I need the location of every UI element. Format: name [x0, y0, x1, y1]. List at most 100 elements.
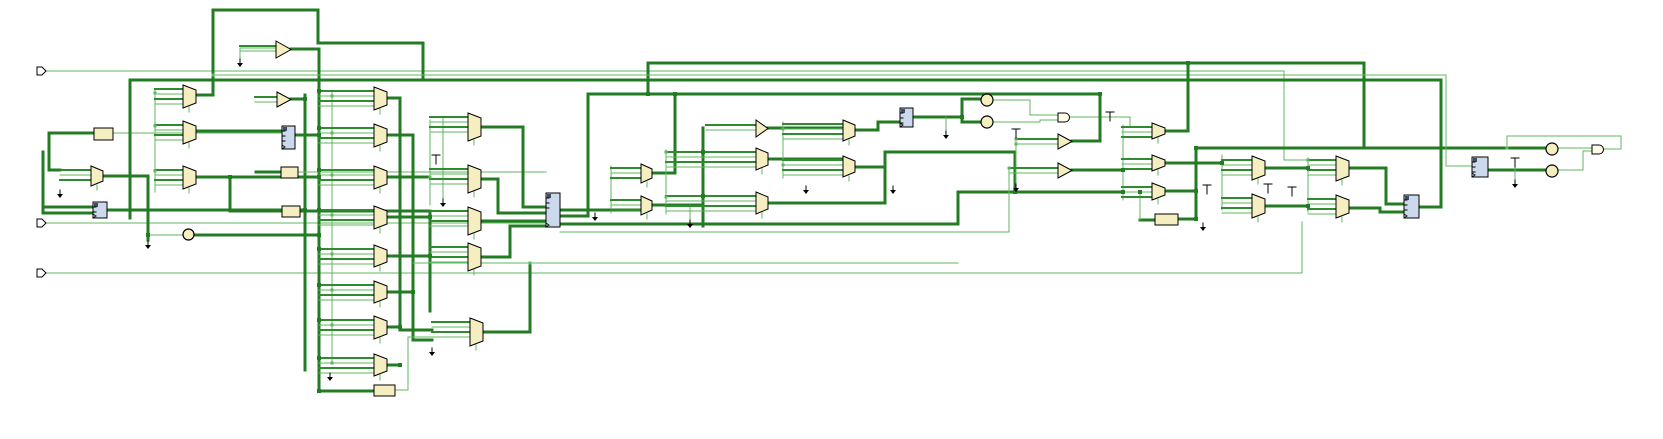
multiplexer[interactable] — [467, 112, 482, 146]
ground-symbol[interactable] — [687, 219, 693, 228]
ground-symbol[interactable] — [592, 212, 598, 221]
pull-symbol[interactable] — [431, 154, 441, 165]
wire[interactable] — [1070, 92, 1102, 143]
multiplexer[interactable] — [1251, 155, 1266, 185]
multiplexer[interactable] — [373, 244, 388, 272]
wire[interactable] — [854, 120, 902, 132]
ground-symbol[interactable] — [57, 189, 63, 198]
buffer-gate[interactable] — [755, 119, 769, 138]
wire[interactable] — [385, 133, 434, 342]
buffer-gate[interactable] — [1057, 162, 1074, 179]
ground-symbol[interactable] — [237, 58, 243, 67]
wire[interactable] — [228, 175, 284, 213]
wire[interactable] — [1506, 135, 1622, 150]
ground-symbol[interactable] — [1512, 179, 1518, 188]
wire[interactable] — [1163, 61, 1190, 133]
wire[interactable] — [385, 96, 434, 332]
logic-box[interactable] — [281, 205, 301, 218]
register[interactable] — [899, 107, 914, 128]
ground-symbol[interactable] — [429, 347, 435, 356]
wire[interactable] — [1069, 116, 1131, 128]
multiplexer[interactable] — [90, 165, 104, 191]
wire[interactable] — [558, 190, 1125, 226]
multiplexer[interactable] — [1335, 155, 1350, 186]
multiplexer[interactable] — [1251, 193, 1266, 223]
pin-circle[interactable] — [1545, 142, 1559, 156]
and-gate[interactable] — [1057, 112, 1070, 123]
multiplexer[interactable] — [1151, 122, 1166, 144]
wire[interactable] — [239, 47, 277, 60]
multiplexer[interactable] — [755, 147, 769, 175]
ground-symbol[interactable] — [440, 198, 446, 207]
register[interactable] — [545, 192, 561, 228]
logic-box[interactable] — [1154, 213, 1179, 226]
wire[interactable] — [47, 131, 96, 172]
register[interactable] — [1471, 156, 1489, 178]
wire[interactable] — [194, 8, 425, 97]
multiplexer[interactable] — [640, 163, 653, 188]
input-pin[interactable] — [36, 268, 47, 278]
wire[interactable] — [128, 78, 1443, 220]
logic-box[interactable] — [373, 384, 396, 397]
pin-circle[interactable] — [980, 115, 994, 129]
wire[interactable] — [45, 221, 1303, 274]
multiplexer[interactable] — [467, 206, 482, 240]
ground-symbol[interactable] — [1013, 183, 1019, 192]
wire[interactable] — [559, 167, 1010, 233]
pull-symbol[interactable] — [1510, 157, 1520, 168]
ground-symbol[interactable] — [890, 185, 896, 194]
multiplexer[interactable] — [373, 315, 388, 344]
input-pin[interactable] — [36, 66, 47, 76]
multiplexer[interactable] — [1151, 154, 1166, 176]
multiplexer[interactable] — [1335, 194, 1350, 223]
ground-symbol[interactable] — [803, 185, 809, 194]
multiplexer[interactable] — [842, 119, 856, 146]
ground-symbol[interactable] — [1200, 222, 1206, 231]
register[interactable] — [92, 201, 108, 219]
pull-symbol[interactable] — [1202, 184, 1212, 195]
multiplexer[interactable] — [467, 242, 482, 276]
wire[interactable] — [883, 150, 1017, 194]
multiplexer[interactable] — [755, 191, 769, 219]
wire[interactable] — [1557, 150, 1593, 171]
logic-box[interactable] — [280, 166, 299, 179]
wire[interactable] — [558, 92, 590, 218]
wire[interactable] — [992, 99, 1059, 116]
pull-symbol[interactable] — [1287, 186, 1297, 197]
multiplexer[interactable] — [640, 195, 653, 220]
logic-box[interactable] — [93, 127, 114, 141]
wire[interactable] — [479, 177, 548, 215]
wire[interactable] — [992, 119, 1059, 123]
pin-circle[interactable] — [182, 228, 195, 241]
multiplexer[interactable] — [373, 123, 388, 152]
and-gate[interactable] — [1591, 144, 1604, 155]
multiplexer[interactable] — [373, 165, 388, 194]
pull-symbol[interactable] — [1263, 183, 1273, 194]
register[interactable] — [281, 125, 296, 150]
buffer-gate[interactable] — [275, 40, 293, 59]
pin-circle[interactable] — [980, 93, 994, 107]
wire[interactable] — [479, 125, 548, 209]
wire[interactable] — [481, 261, 532, 334]
wire[interactable] — [1347, 166, 1406, 206]
wire[interactable] — [45, 70, 1309, 161]
buffer-gate[interactable] — [1057, 133, 1074, 150]
register[interactable] — [1403, 194, 1420, 219]
wire[interactable] — [479, 224, 548, 259]
multiplexer[interactable] — [467, 164, 482, 198]
wire[interactable] — [394, 336, 433, 391]
multiplexer[interactable] — [182, 84, 197, 113]
wire[interactable] — [101, 174, 150, 242]
pin-circle[interactable] — [1545, 164, 1559, 178]
wire[interactable] — [1347, 206, 1406, 214]
buffer-gate[interactable] — [276, 91, 293, 108]
ground-symbol[interactable] — [327, 372, 333, 381]
wire[interactable] — [212, 74, 1473, 167]
pull-symbol[interactable] — [1105, 111, 1115, 122]
multiplexer[interactable] — [373, 353, 388, 381]
ground-symbol[interactable] — [145, 240, 151, 249]
wire[interactable] — [960, 115, 983, 124]
multiplexer[interactable] — [1151, 182, 1166, 205]
multiplexer[interactable] — [182, 120, 197, 149]
